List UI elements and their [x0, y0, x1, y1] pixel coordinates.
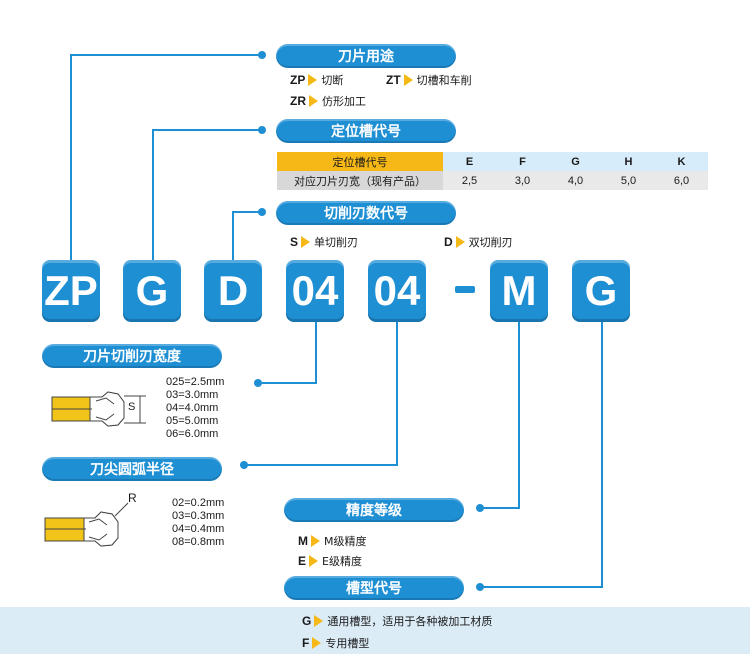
code-box-groove: G — [572, 260, 630, 322]
connector-dot — [258, 208, 266, 216]
radius-title: 刀尖圆弧半径 — [42, 457, 222, 481]
slot-table: 定位槽代号 E F G H K 对应刀片刃宽（现有产品） 2,5 3,0 4,0… — [277, 152, 708, 190]
connector-groove — [480, 322, 603, 588]
arrow-icon — [309, 555, 319, 567]
arrow-icon — [403, 74, 413, 86]
connector-dot — [476, 583, 484, 591]
precision-title: 精度等级 — [284, 498, 464, 522]
arrow-icon — [312, 637, 322, 649]
code-separator — [455, 286, 475, 293]
code-box-radius: 04 — [368, 260, 426, 322]
connector-dot — [258, 51, 266, 59]
usage-key: ZT — [386, 73, 401, 87]
groove-title: 槽型代号 — [284, 576, 464, 600]
width-values: 025=2.5mm 03=3.0mm 04=4.0mm 05=5.0mm 06=… — [166, 376, 225, 440]
slot-row-label: 对应刀片刃宽（现有产品） — [277, 171, 443, 190]
usage-title: 刀片用途 — [276, 44, 456, 68]
connector-width — [262, 322, 317, 384]
connector-edges — [232, 211, 262, 262]
connector-slot — [152, 129, 262, 262]
radius-values: 02=0.2mm 03=0.3mm 04=0.4mm 08=0.8mm — [172, 497, 225, 548]
connector-usage — [70, 54, 262, 262]
connector-precision — [480, 322, 520, 509]
usage-key: ZR — [290, 94, 306, 108]
arrow-icon — [309, 95, 318, 107]
arrow-icon — [455, 236, 465, 248]
code-box-precision: M — [490, 260, 548, 322]
code-box-edges: D — [204, 260, 262, 322]
code-box-slot: G — [123, 260, 181, 322]
radius-diagram-label: R — [128, 491, 137, 505]
code-box-width: 04 — [286, 260, 344, 322]
connector-radius — [244, 322, 398, 466]
insert-radius-diagram — [44, 502, 129, 547]
connector-dot — [476, 504, 484, 512]
usage-key: ZP — [290, 73, 306, 87]
connector-dot — [240, 461, 248, 469]
arrow-icon — [311, 535, 320, 547]
arrow-icon — [314, 615, 324, 627]
code-box-zp: ZP — [42, 260, 100, 322]
width-diagram-label: S — [128, 401, 136, 413]
arrow-icon — [308, 74, 318, 86]
edges-title: 切削刃数代号 — [276, 201, 456, 225]
connector-dot — [258, 126, 266, 134]
connector-dot — [254, 379, 262, 387]
arrow-icon — [301, 236, 311, 248]
width-title: 刀片切削刃宽度 — [42, 344, 222, 368]
slot-header-label: 定位槽代号 — [277, 152, 443, 171]
slot-title: 定位槽代号 — [276, 119, 456, 143]
bottom-band — [0, 607, 750, 654]
